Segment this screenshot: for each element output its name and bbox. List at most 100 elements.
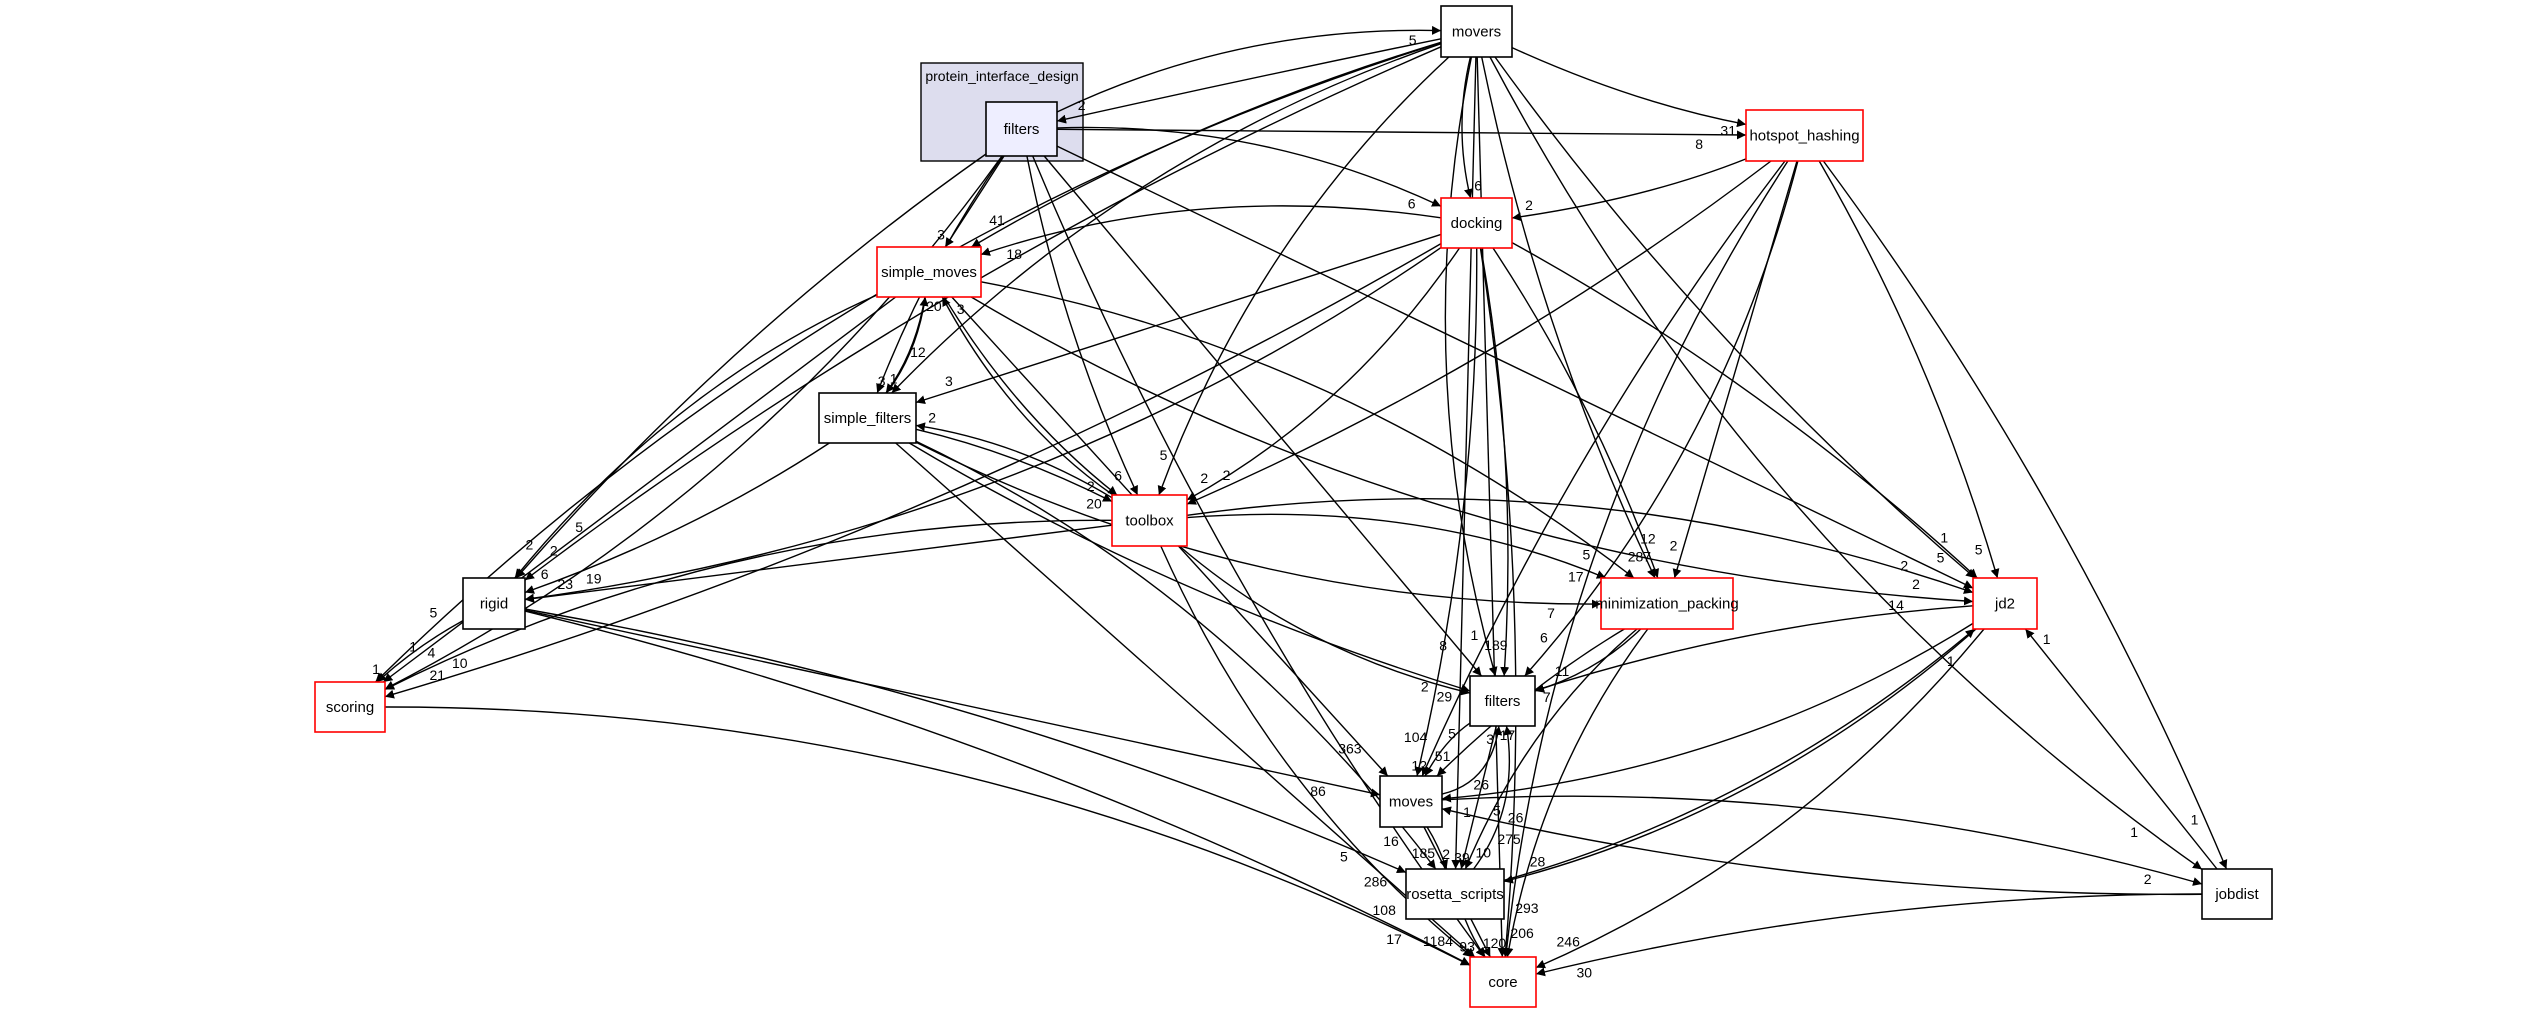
edge-count-label[interactable]: 108 [1373,902,1397,918]
dependency-edge[interactable] [524,442,830,594]
edge-count-label[interactable]: 12 [910,344,926,360]
dependency-edge[interactable] [1186,513,1607,579]
edge-count-label[interactable]: 3 [957,301,965,317]
directory-node-filters[interactable]: filters [1469,675,1536,727]
edge-count-label[interactable]: 3 [1486,731,1494,747]
edge-count-label[interactable]: 2 [1223,467,1231,483]
edge-count-label[interactable]: 6 [1474,178,1482,194]
edge-count-label[interactable]: 246 [1557,934,1581,950]
directory-node-simple-moves[interactable]: simple_moves [876,246,982,298]
edge-count-label[interactable]: 6 [541,566,549,582]
edge-count-label[interactable]: 26 [1508,810,1524,826]
dependency-edge[interactable] [1444,56,1498,677]
dependency-edge[interactable] [1056,38,1442,124]
dependency-edge[interactable] [375,42,1442,683]
directory-node-jd2[interactable]: jd2 [1972,577,2038,630]
edge-count-label[interactable]: 2 [928,409,936,425]
dependency-edge[interactable] [1524,160,1799,677]
dependency-edge[interactable] [1476,56,1507,958]
edge-count-label[interactable]: 93 [1459,938,1475,954]
dependency-edge[interactable] [943,296,1118,496]
dependency-edge[interactable] [524,247,1442,603]
directory-node-hotspot-hashing[interactable]: hotspot_hashing [1745,109,1864,162]
edge-count-label[interactable]: 10 [452,655,468,671]
edge-count-label[interactable]: 11 [1555,663,1570,679]
dependency-edge[interactable] [1535,628,1985,969]
edge-count-label[interactable]: 10 [1476,845,1492,861]
edge-count-label[interactable]: 2 [1078,97,1086,113]
edge-count-label[interactable]: 2 [2144,871,2152,887]
dependency-edge[interactable] [1534,605,1974,693]
dependency-edge[interactable] [1535,893,2203,977]
edge-count-label[interactable]: 2 [1442,846,1450,862]
dependency-edge[interactable] [1492,247,1659,579]
edge-count-label[interactable]: 363 [1338,741,1362,757]
edge-count-label[interactable]: 17 [1568,568,1584,584]
dependency-edge[interactable] [1186,498,1974,594]
edge-count-label[interactable]: 5 [1937,550,1945,566]
dependency-edge[interactable] [915,422,1113,499]
dependency-edge[interactable] [1511,158,1747,222]
edge-count-label[interactable]: 86 [1310,783,1326,799]
dependency-edge[interactable] [1481,56,1656,579]
edge-count-label[interactable]: 2 [1087,478,1095,494]
dependency-edge[interactable] [384,242,1442,699]
directory-node-core[interactable]: core [1469,956,1537,1008]
edge-count-label[interactable]: 2 [1525,197,1533,213]
edge-count-label[interactable]: 26 [1473,776,1489,792]
directory-node-minimization-packing[interactable]: minimization_packing [1595,577,1739,630]
dependency-edge[interactable] [1056,25,1442,113]
edge-count-label[interactable]: 20 [1086,495,1102,511]
dependency-edge[interactable] [384,706,1471,966]
dependency-edge[interactable] [524,609,1381,798]
edge-count-label[interactable]: 287 [1628,549,1652,565]
edge-count-label[interactable]: 1 [890,370,898,386]
edge-count-label[interactable]: 18 [1006,246,1022,262]
dependency-edge[interactable] [1421,160,1786,777]
dependency-edge[interactable] [1043,155,1483,677]
dependency-edge[interactable] [1464,628,1638,870]
edge-count-label[interactable]: 206 [1510,925,1534,941]
edge-count-label[interactable]: 41 [989,212,1005,228]
edge-count-label[interactable]: 189 [1484,637,1508,653]
dependency-edge[interactable] [1186,160,1772,505]
directory-node-toolbox[interactable]: toolbox [1111,494,1188,547]
edge-count-label[interactable]: 30 [1577,964,1593,980]
edge-count-label[interactable]: 12 [1640,530,1656,546]
dependency-edge[interactable] [915,441,1602,609]
dependency-edge[interactable] [915,428,1113,503]
edge-count-label[interactable]: 293 [1515,900,1539,916]
edge-count-label[interactable]: 5 [1493,803,1501,819]
edge-count-label[interactable]: 29 [1437,688,1453,704]
dependency-edge[interactable] [1178,545,1471,696]
edge-count-label[interactable]: 5 [430,605,438,621]
edge-count-label[interactable]: 5 [1975,542,1983,558]
dependency-edge[interactable] [1502,160,1789,958]
dependency-edge[interactable] [1494,56,1976,579]
dependency-edge[interactable] [970,296,1974,606]
directory-node-moves[interactable]: moves [1379,775,1443,828]
dependency-edge[interactable] [1473,725,1513,870]
dependency-edge[interactable] [1186,247,1461,501]
dependency-edge[interactable] [1056,145,1974,589]
edge-count-label[interactable]: 1 [2130,824,2138,840]
dependency-edge[interactable] [376,619,464,683]
edge-count-label[interactable]: 17 [1500,727,1516,743]
edge-count-label[interactable]: 23 [558,576,574,592]
edge-count-label[interactable]: 16 [1383,833,1399,849]
edge-count-label[interactable]: 12 [1411,758,1427,774]
edge-count-label[interactable]: 286 [1364,874,1388,890]
dependency-edge[interactable] [2024,628,2218,870]
edge-count-label[interactable]: 39 [1454,850,1470,866]
dependency-edge[interactable] [1056,126,1442,207]
edge-count-label[interactable]: 1 [2191,812,2199,828]
dependency-edge[interactable] [1441,795,2203,886]
edge-count-label[interactable]: 3 [878,373,886,389]
edge-count-label[interactable]: 104 [1404,729,1428,745]
dependency-edge[interactable] [1511,46,1747,128]
edge-count-label[interactable]: 6 [1408,196,1416,212]
edge-count-label[interactable]: 31 [1720,123,1736,139]
edge-count-label[interactable]: 1 [372,661,380,677]
edge-count-label[interactable]: 1 [1463,804,1471,820]
edge-count-label[interactable]: 1 [1940,530,1948,546]
